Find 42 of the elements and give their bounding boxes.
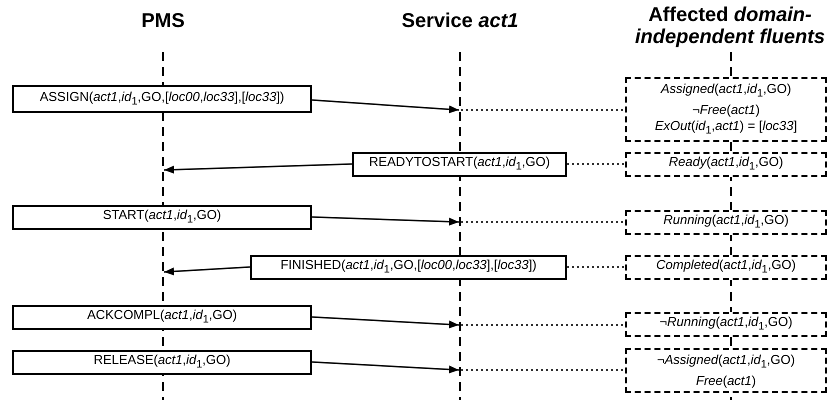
dotted-connector [567, 266, 625, 268]
fluent-text: Ready(act1,id$_{1}$,GO) [668, 154, 784, 175]
message-box [250, 255, 567, 280]
dotted-connector [461, 109, 625, 111]
column-heading: PMS [140, 10, 186, 32]
fluent-box [625, 312, 827, 337]
message-arrow [164, 266, 250, 276]
message-arrow [312, 361, 460, 374]
dotted-connector [461, 369, 625, 371]
message-text: FINISHED(act1,id$_{1}$,GO,[loc00,loc33],[loc33]) [280, 257, 537, 278]
fluent-text: Assigned(act1,id$_{1}$,GO) [660, 80, 792, 102]
message-arrow [164, 163, 352, 174]
column-heading: Affected domain-independent fluents [634, 4, 826, 48]
message-box [352, 152, 567, 177]
message-arrow [312, 316, 460, 328]
fluent-text: Completed(act1,id$_{1}$,GO) [656, 257, 796, 278]
message-text: ACKCOMPL(act1,id$_{1}$,GO) [87, 307, 237, 328]
dotted-connector [567, 163, 625, 165]
dotted-connector [461, 221, 625, 223]
message-text: ASSIGN(act1,id$_{1}$,GO,[loc00,loc33],[loc33]) [40, 88, 284, 110]
dotted-connector [461, 324, 625, 326]
fluent-box [625, 255, 827, 280]
fluent-text: ¬Free(act1) [692, 102, 760, 118]
message-text: READYTOSTART(act1,id$_{1}$,GO) [369, 154, 550, 175]
fluent-text: Free(act1) [696, 372, 756, 389]
fluent-text: ExOut(id$_{1}$,act1) = [loc33] [654, 118, 798, 138]
message-box [12, 205, 312, 230]
message-arrow [312, 99, 460, 114]
fluent-text: ¬Assigned(act1,id$_{1}$,GO) [657, 352, 795, 373]
fluent-box [625, 152, 827, 177]
fluent-text: Running(act1,id$_{1}$,GO) [663, 212, 789, 233]
message-text: RELEASE(act1,id$_{1}$,GO) [94, 352, 230, 373]
column-heading: Service act1 [400, 10, 520, 32]
fluent-box [625, 77, 827, 142]
message-box [12, 350, 312, 375]
message-box [12, 305, 312, 330]
message-box [12, 85, 312, 113]
message-text: START(act1,id$_{1}$,GO) [102, 207, 222, 228]
message-arrow [312, 216, 460, 226]
fluent-box [625, 348, 827, 393]
fluent-text: ¬Running(act1,id$_{1}$,GO) [660, 314, 792, 335]
fluent-box [625, 210, 827, 235]
